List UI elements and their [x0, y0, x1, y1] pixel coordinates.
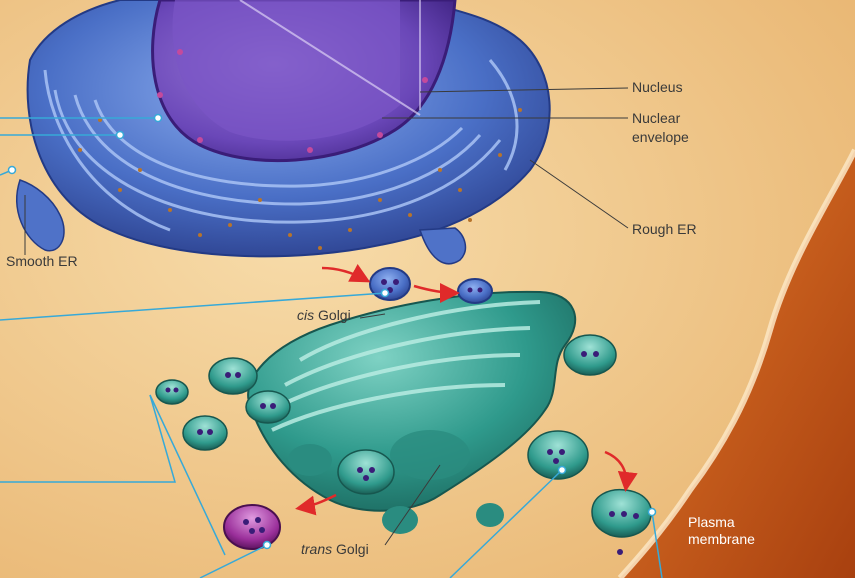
label-trans-golgi: trans Golgi: [301, 541, 369, 558]
golgi-apparatus: [247, 290, 577, 534]
label-smooth-er: Smooth ER: [6, 253, 78, 269]
label-cis-golgi-italic: cis: [297, 307, 315, 323]
label-nuclear-envelope-2: envelope: [632, 129, 689, 145]
label-cis-golgi: cis Golgi: [297, 307, 351, 324]
label-nucleus: Nucleus: [632, 79, 683, 95]
callout-lines: [0, 117, 663, 578]
nucleus: [151, 0, 457, 163]
label-rough-er: Rough ER: [632, 221, 697, 237]
label-cis-golgi-word: Golgi: [314, 307, 351, 323]
label-plasma-membrane-2: membrane: [688, 531, 755, 547]
label-trans-golgi-italic: trans: [301, 541, 333, 557]
vesicle-fusing-cis: [457, 278, 493, 304]
transport-arrows: [295, 264, 638, 516]
golgi-vesicles: [155, 334, 617, 495]
secretory-vesicle: [591, 488, 652, 555]
plasma-membrane: [617, 148, 855, 578]
transport-vesicle-er: [369, 267, 411, 301]
label-plasma-membrane-1: Plasma: [688, 514, 735, 530]
label-leader-lines: [24, 87, 629, 546]
lysosome: [223, 504, 281, 550]
label-trans-golgi-word: Golgi: [332, 541, 369, 557]
extracellular-space: [620, 150, 855, 578]
callout-dots: [7, 113, 657, 550]
label-nuclear-envelope-1: Nuclear: [632, 110, 681, 126]
